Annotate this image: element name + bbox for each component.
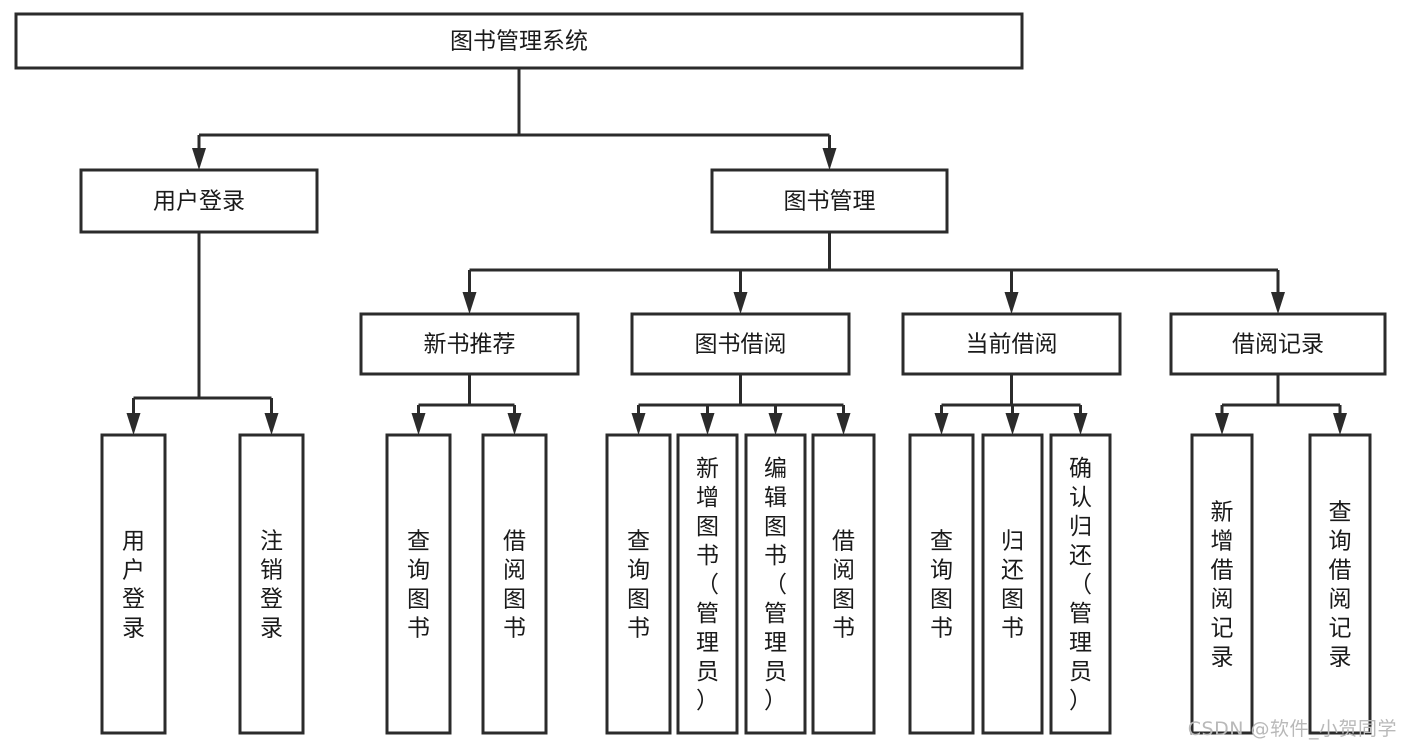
connector-group	[462, 232, 1285, 314]
node-leaf-borrow-book-1[interactable]: 借阅图书	[481, 433, 548, 735]
node-box-leaf-query-record	[1308, 433, 1372, 735]
node-label-root: 图书管理系统	[450, 29, 588, 55]
node-leaf-query-book-2[interactable]: 查询图书	[605, 433, 672, 735]
node-box-leaf-add-record	[1190, 433, 1254, 735]
node-leaf-query-book-1[interactable]: 查询图书	[385, 433, 452, 735]
node-box-leaf-return-book	[981, 433, 1044, 735]
node-box-user-login	[79, 168, 319, 234]
node-label-leaf-add-record: 新增借阅记录	[1211, 500, 1234, 671]
node-box-leaf-confirm-return	[1049, 433, 1112, 735]
connector-group	[126, 232, 279, 435]
node-box-leaf-add-book	[676, 433, 739, 735]
node-box-leaf-query-book-2	[605, 433, 672, 735]
node-label-leaf-query-book-3: 查询图书	[930, 529, 953, 642]
node-label-leaf-borrow-book-2: 借阅图书	[832, 529, 855, 642]
node-label-leaf-user-logout: 注销登录	[260, 529, 283, 642]
node-label-borrow-record: 借阅记录	[1232, 332, 1324, 358]
node-label-leaf-add-book: 新增图书（管理员）	[696, 456, 719, 714]
node-label-new-book-rec: 新书推荐	[424, 332, 516, 358]
node-box-borrow-record	[1169, 312, 1387, 376]
node-leaf-borrow-book-2[interactable]: 借阅图书	[811, 433, 876, 735]
node-label-leaf-return-book: 归还图书	[1001, 529, 1024, 642]
node-label-leaf-query-book-1: 查询图书	[407, 529, 430, 642]
node-label-current-borrow: 当前借阅	[966, 332, 1058, 358]
node-label-book-borrow: 图书借阅	[695, 332, 787, 358]
node-root[interactable]: 图书管理系统	[14, 12, 1024, 70]
node-label-book-manage: 图书管理	[784, 189, 876, 215]
connector-group	[1215, 374, 1347, 435]
node-leaf-confirm-return[interactable]: 确认归还（管理员）	[1049, 433, 1112, 735]
node-label-user-login: 用户登录	[153, 189, 245, 215]
connectors-layer	[126, 68, 1347, 435]
node-new-book-rec[interactable]: 新书推荐	[359, 312, 580, 376]
node-leaf-query-record[interactable]: 查询借阅记录	[1308, 433, 1372, 735]
node-leaf-user-login[interactable]: 用户登录	[100, 433, 167, 735]
connector-group	[934, 374, 1088, 435]
node-leaf-add-book[interactable]: 新增图书（管理员）	[676, 433, 739, 735]
node-label-leaf-confirm-return: 确认归还（管理员）	[1069, 456, 1092, 714]
node-leaf-edit-book[interactable]: 编辑图书（管理员）	[744, 433, 807, 735]
node-label-leaf-query-record: 查询借阅记录	[1329, 500, 1352, 671]
watermark-label: CSDN @软件_小贺同学	[1187, 718, 1397, 740]
node-box-leaf-user-login	[100, 433, 167, 735]
node-label-leaf-borrow-book-1: 借阅图书	[503, 529, 526, 642]
connector-group	[631, 374, 851, 435]
connector-group	[411, 374, 522, 435]
node-box-leaf-user-logout	[238, 433, 305, 735]
node-label-leaf-edit-book: 编辑图书（管理员）	[764, 456, 787, 714]
node-box-root	[14, 12, 1024, 70]
node-user-login[interactable]: 用户登录	[79, 168, 319, 234]
node-box-leaf-borrow-book-1	[481, 433, 548, 735]
node-leaf-return-book[interactable]: 归还图书	[981, 433, 1044, 735]
node-book-manage[interactable]: 图书管理	[710, 168, 949, 234]
node-box-leaf-query-book-3	[908, 433, 975, 735]
node-label-leaf-query-book-2: 查询图书	[627, 529, 650, 642]
connector-group	[192, 68, 837, 170]
node-leaf-add-record[interactable]: 新增借阅记录	[1190, 433, 1254, 735]
node-leaf-query-book-3[interactable]: 查询图书	[908, 433, 975, 735]
node-box-book-manage	[710, 168, 949, 234]
node-box-leaf-query-book-1	[385, 433, 452, 735]
node-box-new-book-rec	[359, 312, 580, 376]
node-box-current-borrow	[901, 312, 1122, 376]
node-current-borrow[interactable]: 当前借阅	[901, 312, 1122, 376]
node-box-book-borrow	[630, 312, 851, 376]
node-box-leaf-borrow-book-2	[811, 433, 876, 735]
node-label-leaf-user-login: 用户登录	[122, 529, 145, 642]
node-box-leaf-edit-book	[744, 433, 807, 735]
nodes-layer: 图书管理系统用户登录图书管理新书推荐图书借阅当前借阅借阅记录用户登录注销登录查询…	[14, 12, 1387, 735]
node-book-borrow[interactable]: 图书借阅	[630, 312, 851, 376]
node-leaf-user-logout[interactable]: 注销登录	[238, 433, 305, 735]
node-borrow-record[interactable]: 借阅记录	[1169, 312, 1387, 376]
